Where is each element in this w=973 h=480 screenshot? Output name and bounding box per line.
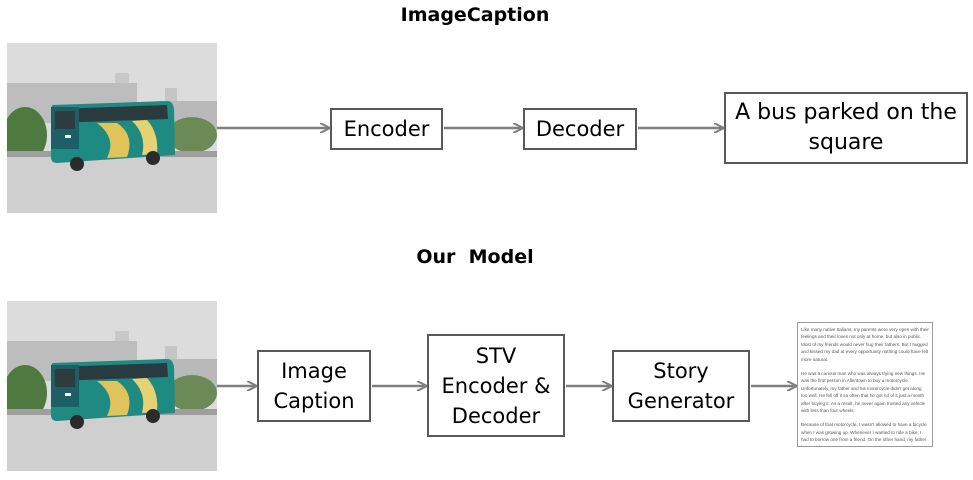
bus-photo-bottom: [7, 301, 217, 471]
title-our-model: Our Model: [416, 246, 534, 268]
caption-output-box: A bus parked on the square: [724, 92, 968, 164]
stv-encoder-decoder-box: STV Encoder & Decoder: [427, 334, 565, 437]
image-caption-box: Image Caption: [257, 350, 371, 422]
bus-photo-top: [7, 43, 217, 213]
decoder-box: Decoder: [523, 108, 637, 150]
story-generator-box: Story Generator: [612, 350, 750, 422]
story-generator-label: Story Generator: [627, 359, 735, 413]
decoder-label: Decoder: [535, 117, 625, 141]
image-caption-label: Image Caption: [273, 359, 355, 413]
story-page: Like many native Italians, my parents we…: [797, 322, 933, 447]
caption-output-label: A bus parked on the square: [735, 100, 957, 155]
title-imagecaption: ImageCaption: [400, 4, 550, 26]
story-paragraph-3: Because of that motorcycle, I wasn't all…: [801, 422, 927, 446]
story-paragraph-2: He was a curious man who was always tryi…: [801, 371, 926, 414]
encoder-box: Encoder: [330, 108, 443, 150]
encoder-label: Encoder: [343, 117, 430, 141]
stv-encoder-decoder-label: STV Encoder & Decoder: [441, 343, 551, 428]
story-paragraph-1: Like many native Italians, my parents we…: [801, 327, 929, 362]
